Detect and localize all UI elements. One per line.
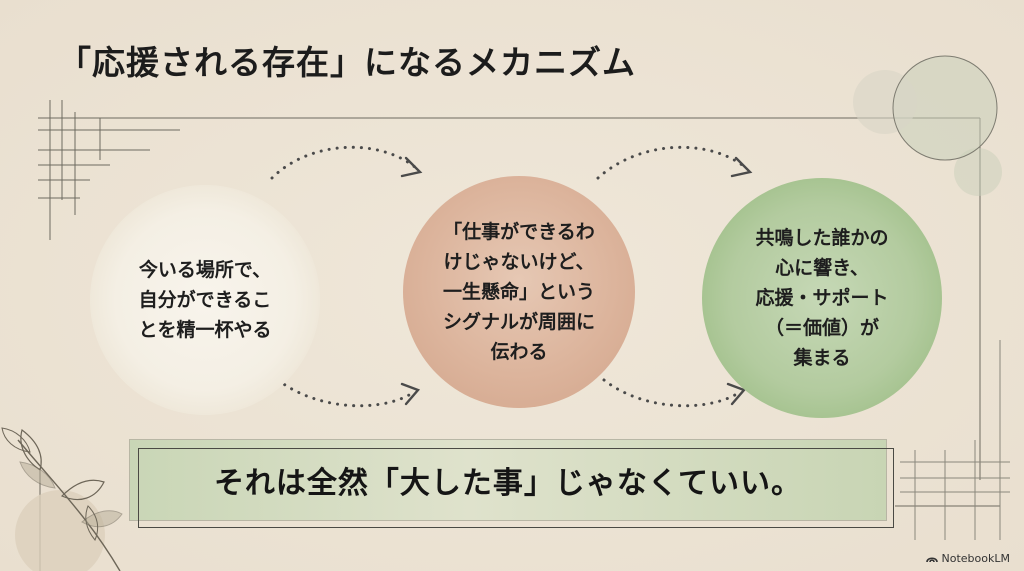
banner-frame	[138, 448, 894, 528]
top-left-grid-decoration	[38, 100, 980, 240]
flow-arrows	[270, 145, 748, 408]
conclusion-banner: それは全然「大した事」じゃなくていい。	[130, 440, 886, 520]
arrow-heads	[400, 156, 753, 406]
arrow-2-to-3	[596, 145, 748, 180]
brand-watermark: NotebookLM	[925, 552, 1010, 565]
slide-title: 「応援される存在」になるメカニズム	[58, 43, 636, 82]
arrow-3-to-2-bottom	[602, 378, 742, 408]
notebooklm-logo-icon	[925, 557, 938, 563]
step-2-text: 「仕事ができるわ けじゃないけど、 一生懸命」という シグナルが周囲に 伝わる	[442, 221, 595, 363]
step-2-circle: 「仕事ができるわ けじゃないけど、 一生懸命」という シグナルが周囲に 伝わる	[403, 176, 635, 408]
arrow-2-to-1-bottom	[276, 378, 416, 408]
brand-label: NotebookLM	[941, 552, 1010, 565]
bottom-right-grid-decoration	[900, 340, 1010, 540]
step-1-circle: 今いる場所で、 自分ができるこ とを精一杯やる	[90, 185, 320, 415]
step-3-circle: 共鳴した誰かの 心に響き、 応援・サポート （＝価値）が 集まる	[702, 178, 942, 418]
leaf-decoration	[1, 427, 123, 571]
step-3-text: 共鳴した誰かの 心に響き、 応援・サポート （＝価値）が 集まる	[755, 227, 889, 369]
arrow-1-to-2	[270, 145, 418, 180]
top-right-blob-decoration	[853, 55, 1002, 196]
conclusion-text: それは全然「大した事」じゃなくていい。	[213, 466, 803, 501]
step-1-text: 今いる場所で、 自分ができるこ とを精一杯やる	[138, 259, 272, 341]
